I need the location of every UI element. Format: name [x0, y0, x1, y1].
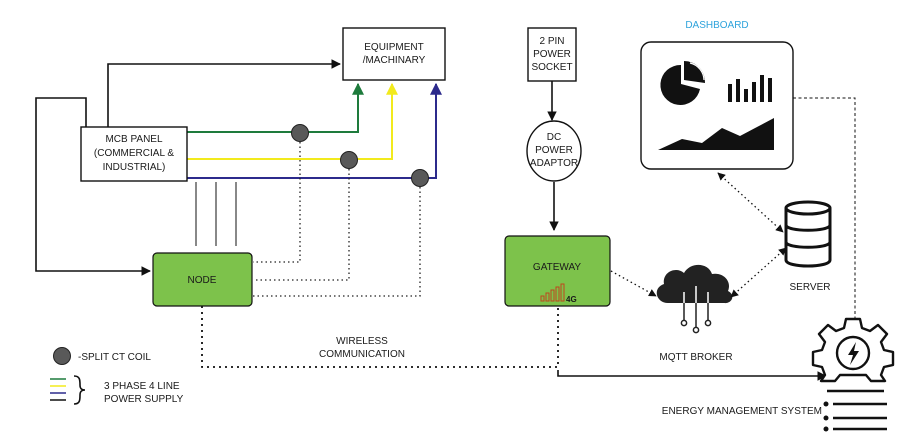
ems-label: ENERGY MANAGEMENT SYSTEM — [662, 406, 822, 417]
pie-chart-icon — [660, 60, 706, 105]
legend-power-supply-label-1: 3 PHASE 4 LINE — [104, 381, 180, 392]
mqtt-broker-label: MQTT BROKER — [659, 352, 732, 363]
equipment-label-1: EQUIPMENT — [364, 42, 423, 53]
legend-phase-swatches — [50, 378, 66, 401]
gateway-4g-label: 4G — [566, 295, 577, 304]
ct-coil-yellow — [340, 151, 358, 169]
phase-green-line — [186, 82, 364, 133]
wireless-to-ems-arrow — [557, 370, 827, 381]
ct-coils — [291, 124, 429, 187]
phase-lines — [186, 82, 442, 179]
power-socket: 2 PIN POWER SOCKET — [527, 27, 577, 82]
energy-management-system: ENERGY MANAGEMENT SYSTEM — [662, 317, 895, 432]
legend-power-supply-label-2: POWER SUPPLY — [104, 394, 184, 405]
wireless-dotted-link — [201, 306, 559, 368]
area-chart-icon — [658, 118, 774, 150]
mcb-to-node-feed — [35, 97, 151, 276]
lightning-bolt-icon — [848, 342, 859, 365]
ct-coil-green — [291, 124, 309, 142]
gateway-to-mqtt-link — [610, 270, 657, 297]
gateway-box: GATEWAY 4G — [504, 235, 611, 307]
dashboard-ems-link — [793, 97, 856, 318]
mcb-node-wires — [195, 182, 237, 246]
mcb-panel-label-1: MCB PANEL — [105, 134, 162, 145]
adaptor-label-1: DC — [547, 132, 561, 143]
power-socket-label-3: SOCKET — [531, 62, 572, 73]
mcb-panel-label-3: INDUSTRIAL) — [103, 162, 166, 173]
gateway-label: GATEWAY — [533, 262, 581, 273]
wireless-label-1: WIRELESS — [336, 336, 388, 347]
mcb-panel-label-2: (COMMERCIAL & — [94, 148, 175, 159]
ems-list-lines — [827, 389, 887, 431]
mqtt-broker: MQTT BROKER — [656, 264, 733, 363]
ct-lead-blue — [253, 187, 421, 297]
bar-chart-icon — [728, 75, 772, 102]
mcb-to-equipment-feed — [107, 59, 341, 128]
server-label: SERVER — [790, 282, 831, 293]
power-socket-label-2: POWER — [533, 49, 571, 60]
ct-coil-blue — [411, 169, 429, 187]
node-label: NODE — [188, 275, 217, 286]
legend-brace — [73, 375, 86, 405]
server: SERVER — [784, 200, 832, 293]
node-box: NODE — [152, 252, 253, 307]
supply-feed-lines — [35, 59, 341, 276]
gear-icon — [811, 317, 895, 383]
dashboard-server-link — [717, 172, 784, 233]
phase-blue-line — [186, 82, 442, 179]
dashboard-title: DASHBOARD — [685, 20, 748, 31]
adaptor-label-3: ADAPTOR — [530, 158, 578, 169]
dc-power-adaptor: DC POWER ADAPTOR — [526, 120, 582, 182]
ct-lead-yellow — [253, 169, 350, 281]
wireless-label-2: COMMUNICATION — [319, 349, 405, 360]
equipment-label-2: /MACHINARY — [363, 55, 426, 66]
equipment-box: EQUIPMENT /MACHINARY — [342, 27, 446, 81]
legend-ct-coil-label: -SPLIT CT COIL — [78, 352, 151, 363]
ct-signal-lines — [253, 142, 421, 297]
power-socket-label-1: 2 PIN — [539, 36, 564, 47]
wireless-path: WIRELESS COMMUNICATION — [201, 306, 827, 381]
cloud-icon — [656, 264, 733, 334]
mqtt-server-link — [730, 247, 787, 298]
dashboard: DASHBOARD — [640, 20, 794, 170]
legend-ct-coil-swatch — [53, 347, 71, 365]
mcb-panel: MCB PANEL (COMMERCIAL & INDUSTRIAL) — [80, 126, 188, 182]
signal-bars-icon — [540, 283, 565, 302]
legend: -SPLIT CT COIL 3 PHASE 4 LINE POWER SUPP… — [50, 347, 184, 405]
database-icon — [784, 200, 832, 268]
phase-yellow-line — [186, 82, 398, 160]
adaptor-label-2: POWER — [535, 145, 573, 156]
